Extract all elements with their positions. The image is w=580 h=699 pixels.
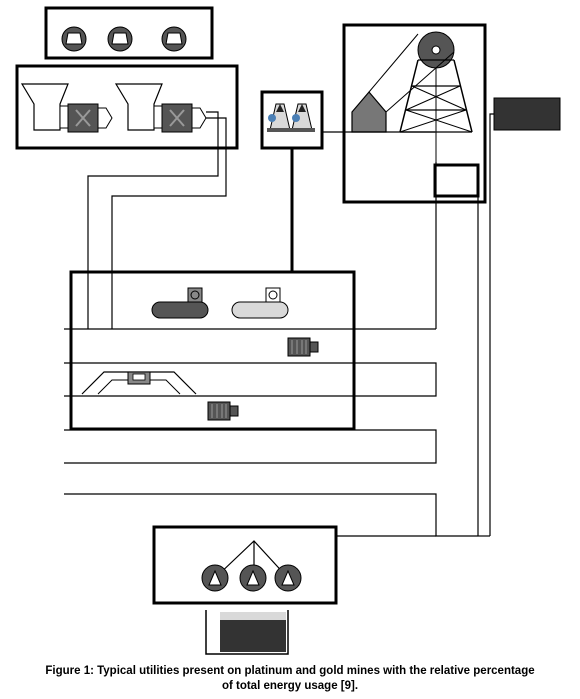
reservoir-icon xyxy=(205,610,289,655)
winder-icon xyxy=(289,103,315,132)
cooling-tower-icon xyxy=(114,83,163,131)
hoist-house-icon xyxy=(351,91,387,133)
pump-icon xyxy=(207,401,239,421)
fan-icon xyxy=(67,103,99,133)
compressor-house xyxy=(44,6,214,60)
winder-icon xyxy=(267,103,293,132)
headgear-icon xyxy=(368,31,473,162)
shaft-headgear xyxy=(342,23,487,204)
utilities-diagram xyxy=(15,6,561,655)
cooling-tower-icon xyxy=(20,83,69,131)
caption-line-2: of total energy usage [9]. xyxy=(221,680,359,692)
pump-icon xyxy=(239,564,267,592)
conveyor-icon xyxy=(151,287,209,319)
conveyor-icon xyxy=(231,287,289,319)
cooling-plant xyxy=(15,64,239,150)
compressor-unit xyxy=(61,26,87,52)
pump-station xyxy=(152,525,338,605)
pump-icon xyxy=(287,337,319,357)
compressor-unit xyxy=(161,26,187,52)
fan-icon xyxy=(161,103,193,133)
compressor-unit xyxy=(107,26,133,52)
dam-icon xyxy=(81,371,197,395)
pump-icon xyxy=(201,564,229,592)
external-block xyxy=(493,97,561,131)
underground-workings xyxy=(69,270,356,431)
figure-caption: Figure 1: Typical utilities present on p… xyxy=(0,664,580,694)
winder-house xyxy=(260,90,324,150)
caption-line-1: Figure 1: Typical utilities present on p… xyxy=(45,665,535,677)
piping xyxy=(64,111,494,537)
pump-icon xyxy=(274,564,302,592)
